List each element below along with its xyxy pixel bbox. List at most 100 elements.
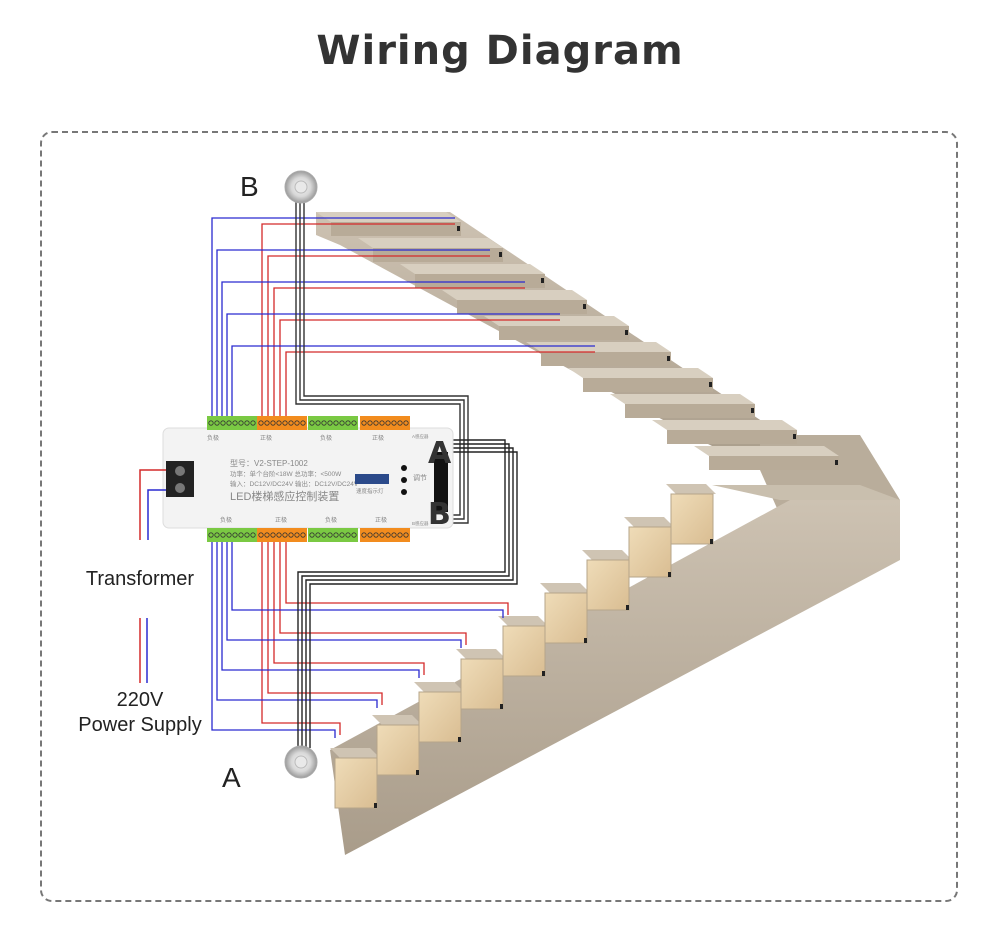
terminal-screw-icon — [345, 420, 351, 426]
terminal-screw-icon — [327, 532, 333, 538]
upper-step-tread — [610, 394, 755, 404]
step-light-icon — [416, 770, 419, 775]
lower-steps — [330, 484, 716, 809]
step-light-icon — [542, 671, 545, 676]
button-dot-3[interactable] — [401, 489, 407, 495]
supply-voltage-label: 220V — [117, 689, 164, 711]
lower-step-riser — [334, 757, 378, 809]
terminal-screw-icon — [379, 532, 385, 538]
terminal-screw-icon — [226, 420, 232, 426]
lower-stair-body — [330, 500, 900, 855]
step-light-icon — [584, 638, 587, 643]
sensor-a-wire — [297, 439, 518, 748]
terminal-screw-icon — [391, 420, 397, 426]
sensor-b-port-label: B感应器 — [412, 520, 429, 527]
step-light-icon — [499, 252, 502, 257]
negative-wire — [226, 542, 462, 648]
terminal-block-bottom-4 — [360, 528, 410, 542]
lower-step-riser — [628, 526, 672, 578]
terminal-screw-icon — [339, 420, 345, 426]
terminal-block-bottom-2 — [257, 528, 307, 542]
upper-step-tread — [316, 212, 461, 222]
sensor-lens — [294, 755, 308, 769]
sensor-b[interactable] — [284, 170, 318, 204]
upper-step-riser — [457, 300, 587, 314]
terminal-screw-icon — [282, 532, 288, 538]
step-light-icon — [625, 330, 628, 335]
terminal-screw-icon — [309, 420, 315, 426]
positive-wire — [273, 287, 525, 416]
lower-step-tread — [666, 484, 716, 494]
terminal-screw-icon — [208, 420, 214, 426]
lower-wires — [211, 542, 509, 738]
lower-step-riser — [418, 691, 462, 743]
controller-io: 输入：DC12V/DC24V 输出：DC12V/DC24V — [230, 479, 359, 488]
step-light-icon — [541, 278, 544, 283]
terminal-screw-icon — [238, 532, 244, 538]
step-light-icon — [583, 304, 586, 309]
terminal-screw-icon — [321, 532, 327, 538]
terminal-block-top-2 — [257, 416, 307, 430]
controller-model: 型号：V2-STEP-1002 — [230, 459, 308, 468]
terminal-screw-icon — [339, 532, 345, 538]
page-title: Wiring Diagram — [316, 28, 684, 74]
button-dot-1[interactable] — [401, 465, 407, 471]
terminal-screw-icon — [373, 420, 379, 426]
upper-step-tread — [484, 316, 629, 326]
power-screw-2 — [175, 483, 185, 493]
terminal-screw-icon — [361, 532, 367, 538]
terminal-screw-icon — [288, 532, 294, 538]
terminal-screw-icon — [282, 420, 288, 426]
upper-step-riser — [415, 274, 545, 288]
terminal-screw-icon — [208, 532, 214, 538]
negative-wire — [221, 542, 420, 678]
controller-power: 功率：单个台阶<18W 总功率：<500W — [230, 469, 342, 478]
terminal-screw-icon — [391, 532, 397, 538]
terminal-screw-icon — [226, 532, 232, 538]
speed-indicator — [355, 474, 389, 484]
negative-wire — [231, 345, 595, 416]
lower-step-tread — [582, 550, 632, 560]
negative-wire — [221, 281, 525, 416]
terminal-block-bottom-3 — [308, 528, 358, 542]
terminal-block-top-1 — [207, 416, 257, 430]
terminal-screw-icon — [397, 532, 403, 538]
upper-step-tread — [652, 420, 797, 430]
lower-step-riser — [376, 724, 420, 776]
controller-name: LED楼梯感应控制装置 — [230, 489, 339, 503]
button-dot-2[interactable] — [401, 477, 407, 483]
negative-wire — [231, 542, 504, 618]
terminal-screw-icon — [264, 420, 270, 426]
terminal-screw-icon — [403, 532, 409, 538]
positive-wire — [273, 542, 425, 675]
sensor-a[interactable] — [284, 745, 318, 779]
terminal-screw-icon — [367, 420, 373, 426]
terminal-screw-icon — [385, 532, 391, 538]
upper-step-riser — [583, 378, 713, 392]
positive-wire — [285, 542, 509, 615]
upper-step-tread — [694, 446, 839, 456]
controller-port-b-label: B — [428, 497, 451, 532]
step-light-icon — [500, 704, 503, 709]
sensor-b-label: B — [240, 171, 259, 202]
terminal-top-label-3: 负极 — [320, 434, 332, 442]
upper-landing-top — [712, 485, 900, 500]
lower-step-tread — [330, 748, 380, 758]
terminal-top-label-4: 正极 — [372, 434, 384, 442]
upper-step-riser — [625, 404, 755, 418]
lower-step-riser — [586, 559, 630, 611]
step-light-icon — [835, 460, 838, 465]
terminal-screw-icon — [250, 420, 256, 426]
terminal-screw-icon — [321, 420, 327, 426]
power-screw-1 — [175, 466, 185, 476]
sensor-a-label: A — [222, 762, 241, 793]
controller-port-a-label: A — [428, 436, 452, 471]
negative-wire — [216, 249, 490, 416]
terminal-screw-icon — [270, 420, 276, 426]
terminal-screw-icon — [214, 420, 220, 426]
terminal-bottom-label-4: 正极 — [375, 516, 387, 524]
lower-step-tread — [624, 517, 674, 527]
terminal-screw-icon — [220, 420, 226, 426]
negative-wire — [211, 542, 336, 738]
terminal-screw-icon — [232, 420, 238, 426]
